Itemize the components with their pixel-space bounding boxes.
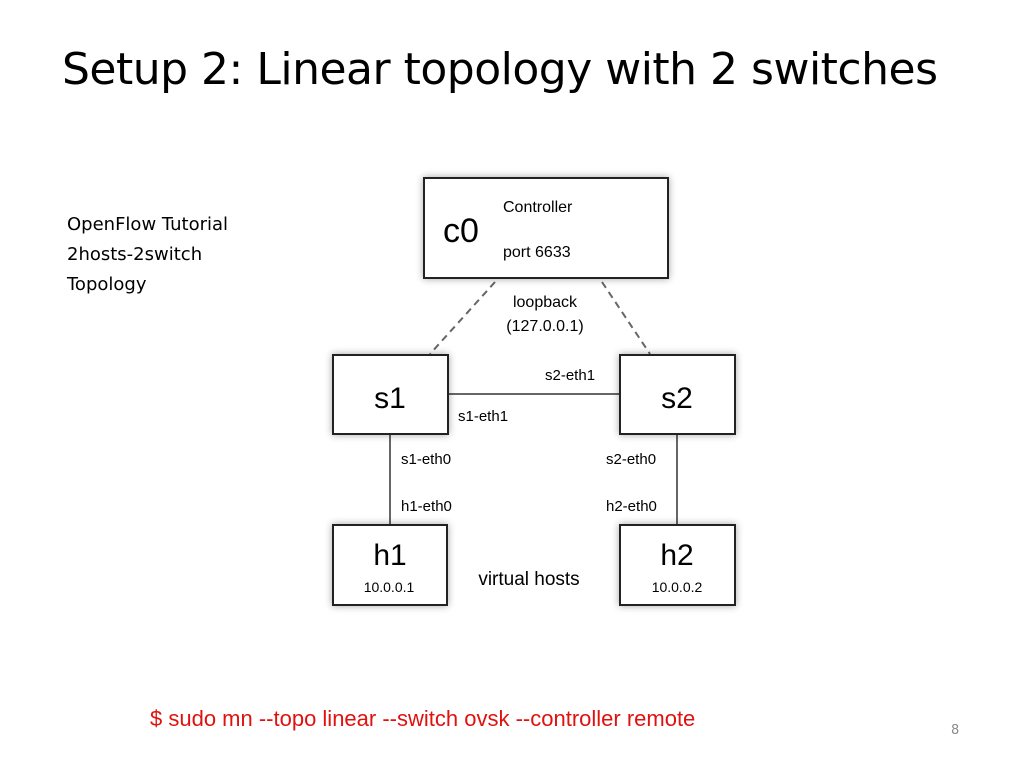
diagram-caption: OpenFlow Tutorial 2hosts-2switch Topolog… — [67, 210, 228, 300]
switch-node-s1: s1 — [332, 354, 449, 435]
host-ip: 10.0.0.2 — [652, 579, 703, 595]
controller-label: Controller — [503, 199, 573, 216]
h2-eth0-label: h2-eth0 — [606, 498, 657, 515]
controller-link-s1 — [429, 281, 496, 355]
controller-link-s2 — [601, 281, 651, 355]
s2-eth0-label: s2-eth0 — [606, 451, 656, 468]
s2-eth1-label: s2-eth1 — [545, 367, 595, 384]
host-name: h2 — [660, 539, 693, 572]
controller-name: c0 — [443, 212, 479, 250]
switch-name: s1 — [374, 382, 406, 415]
switch-name: s2 — [661, 382, 693, 415]
host-node-h2: h2 10.0.0.2 — [619, 524, 736, 606]
switch-node-s2: s2 — [619, 354, 736, 435]
h1-eth0-label: h1-eth0 — [401, 498, 452, 515]
caption-line: OpenFlow Tutorial — [67, 214, 229, 235]
slide-title: Setup 2: Linear topology with 2 switches — [62, 44, 938, 95]
page-number: 8 — [951, 723, 960, 738]
loopback-label: loopback — [513, 294, 578, 311]
host-ip: 10.0.0.1 — [364, 579, 415, 595]
mininet-command: $ sudo mn --topo linear --switch ovsk --… — [150, 706, 696, 731]
caption-line: 2hosts-2switch — [67, 244, 203, 265]
host-node-h1: h1 10.0.0.1 — [332, 524, 448, 606]
controller-port: port 6633 — [503, 244, 571, 261]
host-name: h1 — [373, 539, 406, 572]
caption-line: Topology — [67, 274, 147, 295]
virtual-hosts-label: virtual hosts — [478, 569, 579, 590]
loopback-address: (127.0.0.1) — [506, 318, 583, 335]
controller-node: c0 Controller port 6633 — [423, 177, 669, 279]
s1-eth1-label: s1-eth1 — [458, 408, 508, 425]
topology-diagram: c0 Controller port 6633 loopback (127.0.… — [332, 177, 736, 606]
s1-eth0-label: s1-eth0 — [401, 451, 451, 468]
